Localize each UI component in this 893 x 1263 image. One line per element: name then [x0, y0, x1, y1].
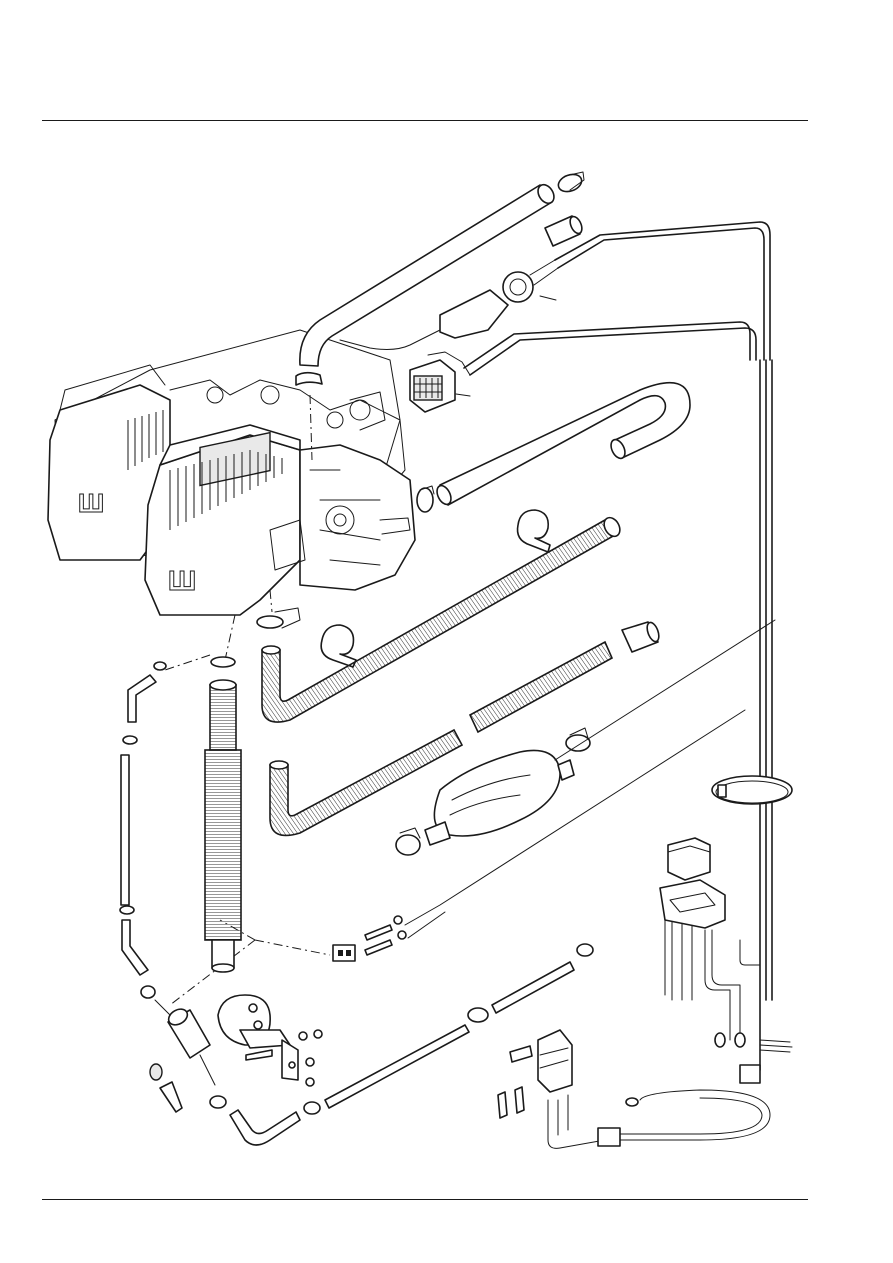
exhaust-clamp-small [416, 485, 435, 513]
header-rule [42, 120, 808, 121]
intake-flex-vertical [204, 656, 242, 973]
footer-rule [42, 1199, 808, 1200]
harness-plug [739, 1039, 793, 1084]
relay [667, 837, 711, 881]
silencer-clamp-left [395, 827, 421, 856]
flex-hose-long [261, 516, 621, 723]
pipe-clamp-top [557, 171, 585, 193]
fuel-pump-bracket [217, 994, 291, 1049]
flex-hose-short [468, 621, 660, 734]
fuel-pump [140, 985, 216, 1086]
fuel-line-left [119, 661, 167, 976]
heater-unit-front: Ш [144, 391, 416, 616]
cable-tie-ring [711, 775, 793, 805]
ring-terminals [714, 1032, 746, 1048]
wiring-connector-round [339, 259, 559, 350]
pipe-bracket-1 [516, 509, 551, 553]
relay-holder [659, 879, 761, 1041]
fuel-line-lower [209, 943, 594, 1146]
pipe-bracket-2 [320, 624, 357, 668]
flex-hose-lower [269, 728, 464, 837]
connector-terminals [332, 709, 746, 962]
assembly-lines [164, 394, 331, 1006]
silencer-support-wire [554, 619, 776, 761]
intake-air-pipe [295, 183, 555, 386]
intake-clamp [210, 656, 236, 668]
mounting-bolts [245, 1029, 323, 1087]
fuse-harness [547, 1089, 771, 1149]
exhaust-pipe-u [436, 381, 691, 506]
hose-clamp-mid [256, 607, 301, 629]
fuel-standpipe-fitting [149, 1063, 183, 1113]
logo-mark-rear: Ш [78, 488, 104, 518]
wiring-connector-square [409, 351, 471, 413]
main-wiring-harness [463, 221, 773, 1071]
exhaust-silencer [424, 749, 575, 846]
silencer-clamp-right [565, 727, 591, 752]
intake-hose-clamp [295, 371, 323, 386]
pipe-sleeve-top [544, 215, 583, 247]
logo-mark-front: Ш [168, 565, 196, 596]
heater-unit-rear: Ш [47, 329, 406, 561]
fuse-holder [497, 1029, 573, 1119]
